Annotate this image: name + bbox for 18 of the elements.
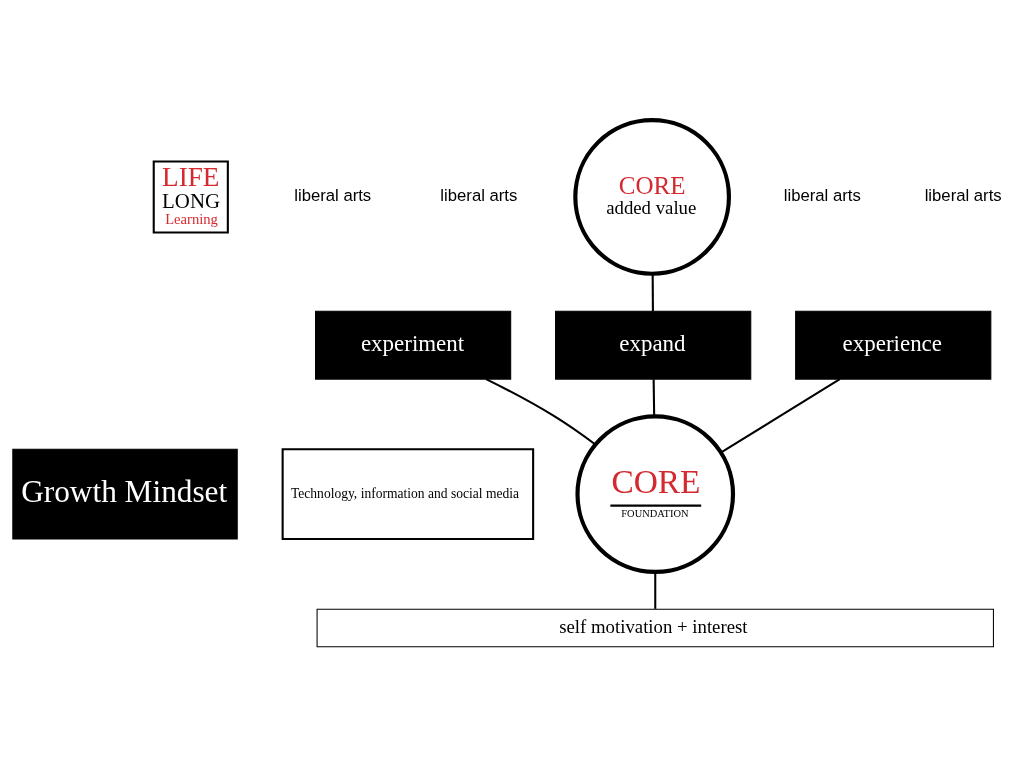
connector	[654, 571, 657, 609]
connector	[651, 274, 654, 312]
connector	[485, 378, 596, 446]
node-circle: CORE added value	[573, 118, 731, 276]
node-box: experience	[795, 310, 992, 380]
node-box: Technology, information and social media	[281, 448, 535, 541]
label: liberal arts	[924, 185, 1002, 205]
node-box: experiment	[315, 310, 512, 380]
label: liberal arts	[294, 185, 372, 205]
connector	[720, 378, 841, 454]
node-box: expand	[555, 310, 752, 380]
connector	[652, 379, 656, 417]
node-box: LIFE LONG Learning	[152, 160, 229, 234]
label: liberal arts	[783, 185, 861, 205]
node-box: self motivation + interest	[316, 608, 994, 648]
label: liberal arts	[440, 185, 518, 205]
node-box: Growth Mindset	[12, 448, 238, 540]
node-circle: CORE FOUNDATION	[575, 414, 736, 574]
